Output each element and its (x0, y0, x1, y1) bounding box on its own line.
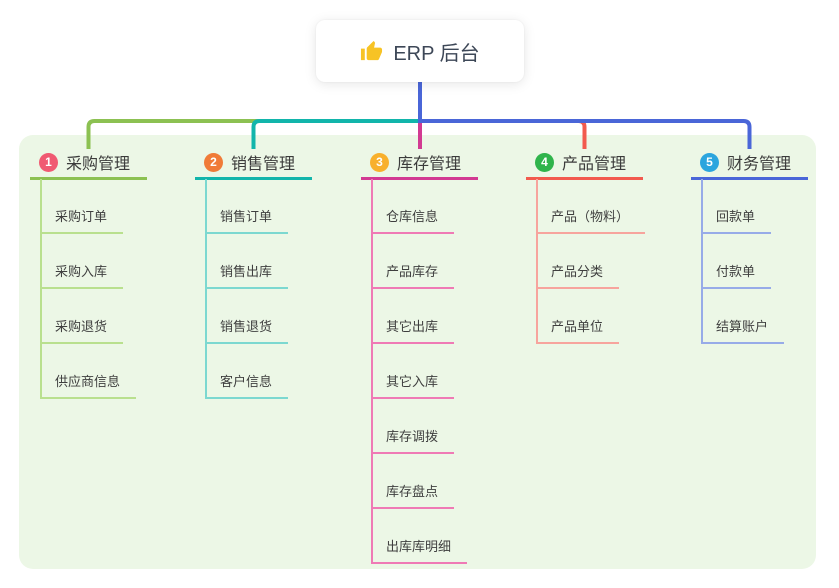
branch-number-badge: 2 (204, 152, 223, 172)
branch-item[interactable]: 采购入库 (40, 261, 124, 289)
branch-spine-line (371, 179, 373, 562)
branch-item[interactable]: 其它入库 (371, 371, 455, 399)
branch-spine-line (701, 179, 703, 342)
branch-item[interactable]: 销售订单 (205, 206, 289, 234)
branch-item[interactable]: 供应商信息 (40, 371, 137, 399)
branch-title-label: 销售管理 (231, 156, 296, 173)
branch-title-4[interactable]: 4 产品管理 (526, 147, 643, 180)
branch-title-label: 财务管理 (727, 156, 792, 173)
branch-item[interactable]: 采购退货 (40, 316, 124, 344)
branch-item[interactable]: 客户信息 (205, 371, 289, 399)
branch-title-1[interactable]: 1 采购管理 (30, 147, 147, 180)
root-node-title: ERP 后台 (393, 42, 480, 65)
branch-title-3[interactable]: 3 库存管理 (361, 147, 478, 180)
branch-number-badge: 1 (39, 152, 58, 172)
branch-item[interactable]: 其它出库 (371, 316, 455, 344)
branch-item[interactable]: 产品（物料） (536, 206, 646, 234)
branch-item[interactable]: 出库库明细 (371, 536, 468, 564)
thumbs-up-icon (361, 40, 383, 60)
mindmap-background-panel (19, 135, 816, 569)
branch-item[interactable]: 采购订单 (40, 206, 124, 234)
branch-item[interactable]: 回款单 (701, 206, 772, 234)
branch-spine-line (536, 179, 538, 342)
branch-item[interactable]: 付款单 (701, 261, 772, 289)
branch-item[interactable]: 销售出库 (205, 261, 289, 289)
branch-title-5[interactable]: 5 财务管理 (691, 147, 808, 180)
branch-title-label: 采购管理 (66, 156, 131, 173)
branch-number-badge: 5 (700, 152, 719, 172)
branch-item[interactable]: 库存盘点 (371, 481, 455, 509)
branch-item[interactable]: 库存调拨 (371, 426, 455, 454)
branch-title-label: 产品管理 (562, 156, 627, 173)
branch-item[interactable]: 产品分类 (536, 261, 620, 289)
root-node-erp[interactable]: ERP 后台 (316, 20, 524, 82)
branch-item[interactable]: 结算账户 (701, 316, 785, 344)
branch-item[interactable]: 产品单位 (536, 316, 620, 344)
branch-number-badge: 3 (370, 152, 389, 172)
branch-item[interactable]: 仓库信息 (371, 206, 455, 234)
branch-item[interactable]: 产品库存 (371, 261, 455, 289)
branch-item[interactable]: 销售退货 (205, 316, 289, 344)
branch-number-badge: 4 (535, 152, 554, 172)
branch-title-label: 库存管理 (397, 156, 462, 173)
branch-title-2[interactable]: 2 销售管理 (195, 147, 312, 180)
